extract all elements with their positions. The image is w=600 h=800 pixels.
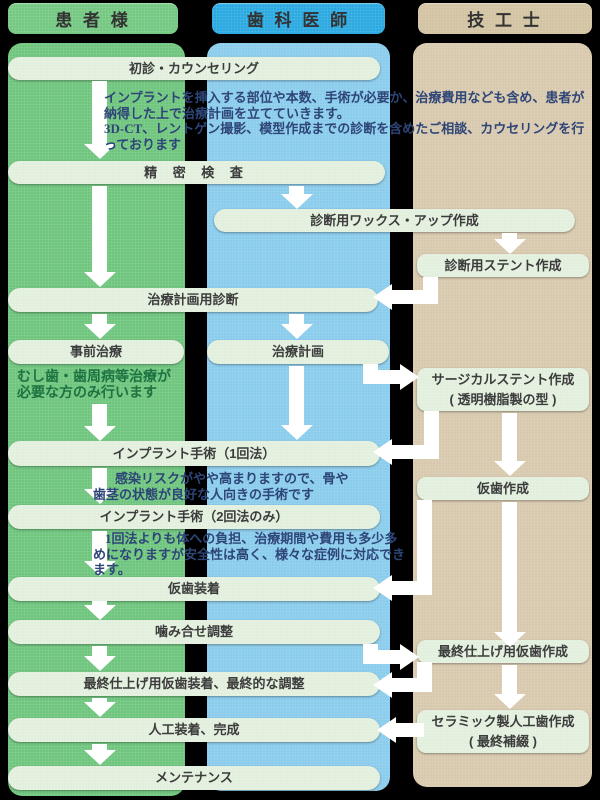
note-implant-two-stage: 1回法よりも体への負担、治療期間や費用も多少多めになりますが安全性は高く、様々な… (93, 531, 406, 578)
step-pre-treatment: 事前治療 (8, 340, 184, 364)
step-final-temporary-attachment-adjustment: 最終仕上げ用仮歯装着、最終的な調整 (8, 672, 380, 696)
step-surgical-stent: サージカルステント作成 ( 透明樹脂製の型 ) (417, 368, 589, 411)
step-ceramic-teeth-creation: セラミック製人工歯作成 ( 最終補綴 ) (417, 710, 589, 753)
note-implant-one-stage: 感染リスクがやや高まりますので、骨や歯茎の状態が良好な人向きの手術です (93, 471, 349, 502)
step-bite-adjustment: 噛み合せ調整 (8, 620, 380, 644)
step-treatment-plan-diagnosis: 治療計画用診断 (8, 288, 378, 312)
step-detailed-examination: 精 密 検 査 (8, 161, 385, 184)
step-artificial-teeth-completion: 人工装着、完成 (8, 718, 380, 742)
step-final-temporary-teeth-creation: 最終仕上げ用仮歯作成 (417, 640, 589, 663)
step-diagnostic-wax-up: 診断用ワックス・アップ作成 (214, 209, 575, 232)
note-pre-treatment: むし歯・歯周病等治療が 必要な方のみ行います (17, 370, 171, 402)
step-maintenance: メンテナンス (8, 766, 380, 790)
step-treatment-plan: 治療計画 (207, 340, 389, 364)
step-temporary-teeth-attachment: 仮歯装着 (8, 577, 380, 601)
step-initial-consultation: 初診・カウンセリング (8, 57, 380, 80)
step-implant-surgery-two-stage: インプラント手術（2回法のみ） (8, 505, 380, 529)
dentist-column-header: 歯 科 医 師 (212, 3, 385, 34)
note-counseling: インプラントを挿入する部位や本数、手術が必要か、治療費用なども含め、患者が納得し… (104, 90, 585, 152)
technician-column-header: 技 工 士 (418, 3, 592, 34)
step-temporary-teeth-creation: 仮歯作成 (417, 477, 589, 500)
step-implant-surgery-one-stage: インプラント手術（1回法） (8, 441, 380, 466)
step-diagnostic-stent: 診断用ステント作成 (417, 254, 589, 277)
patient-column-header: 患 者 様 (8, 3, 178, 34)
